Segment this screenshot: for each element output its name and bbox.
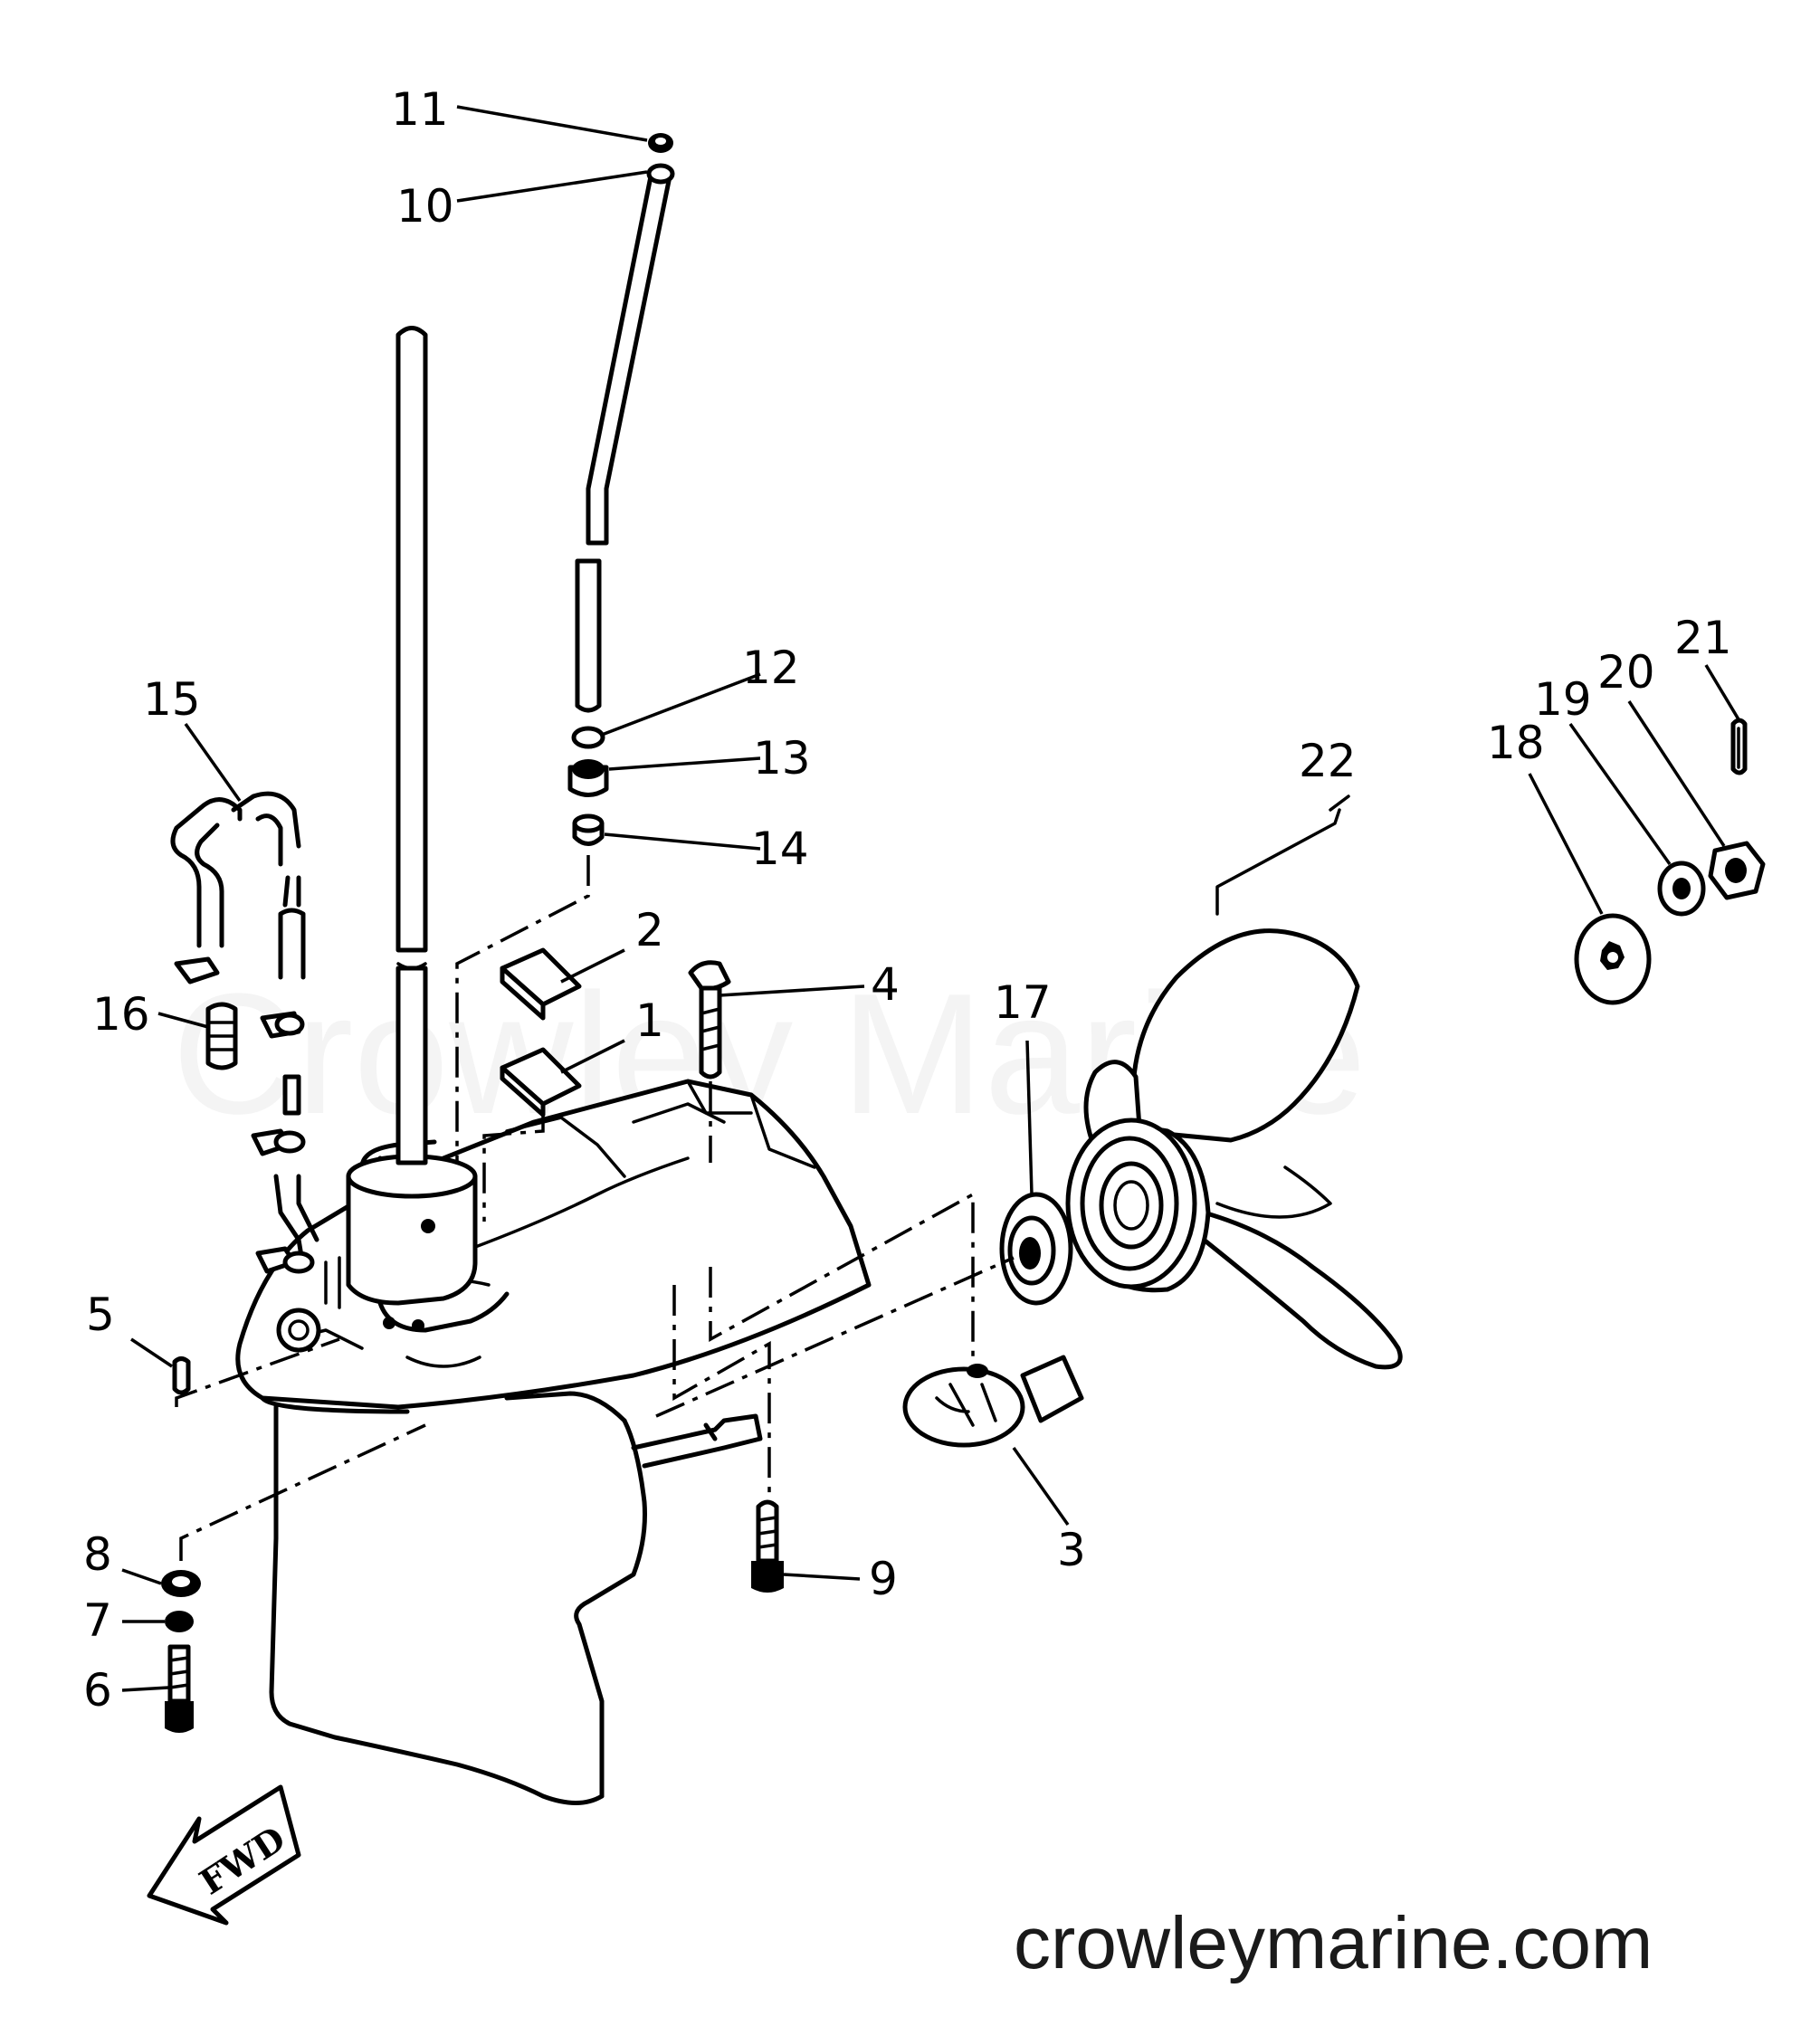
callout-8: 8: [83, 1528, 112, 1581]
part-4-bolt: [688, 960, 731, 1080]
assembly-lines: [175, 794, 1350, 1561]
part-12-13-14-shift-parts: [567, 726, 609, 846]
callout-13: 13: [753, 732, 811, 785]
part-11-washer: [648, 133, 673, 153]
drive-shaft: [395, 326, 428, 1165]
callout-19: 19: [1534, 673, 1592, 726]
part-22-propeller: [1065, 928, 1403, 1370]
leader-lines: [121, 105, 1740, 1692]
part-19-washer: [1657, 861, 1706, 917]
shift-rod: [575, 163, 675, 713]
part-18-spacer: [1574, 913, 1652, 1005]
callout-16: 16: [92, 988, 150, 1041]
callout-14: 14: [751, 823, 809, 875]
part-6-bolt: [165, 1644, 194, 1733]
callout-20: 20: [1597, 646, 1655, 699]
arrow-left-down-icon: FWD: [147, 1784, 301, 1926]
part-5-pin: [172, 1356, 191, 1395]
callout-15: 15: [143, 673, 201, 726]
callout-4: 4: [871, 958, 900, 1011]
site-watermark: crowleymarine.com: [1014, 1902, 1653, 1984]
callout-5: 5: [86, 1289, 115, 1341]
part-8-washer: [161, 1570, 201, 1597]
callout-6: 6: [83, 1664, 112, 1717]
part-3-trim-tab: [902, 1355, 1084, 1448]
callout-21: 21: [1674, 612, 1732, 664]
part-16-grommets: [174, 956, 319, 1274]
callout-12: 12: [742, 642, 800, 694]
callout-7: 7: [83, 1594, 112, 1647]
part-20-nut: [1708, 841, 1766, 900]
part-15-water-hose: [170, 791, 306, 980]
callout-3: 3: [1057, 1524, 1086, 1576]
callout-2: 2: [635, 904, 664, 956]
part-21-cotter-pin: [1730, 718, 1748, 775]
part-2-anode: [500, 947, 582, 1021]
callout-labels: 11 10 12 13 14 15 16 2 1 4 17 22 18 19 2…: [83, 83, 1732, 1717]
callout-22: 22: [1299, 735, 1357, 787]
callout-1: 1: [635, 994, 664, 1047]
callout-18: 18: [1487, 717, 1545, 769]
part-7-washer: [165, 1611, 194, 1632]
callout-10: 10: [396, 180, 454, 233]
callout-11: 11: [391, 83, 449, 136]
callout-9: 9: [869, 1553, 898, 1605]
callout-17: 17: [994, 976, 1052, 1029]
lower-casing: [235, 1079, 872, 1805]
part-9-bolt: [751, 1499, 784, 1593]
part-17-thrust-washer: [999, 1192, 1073, 1306]
